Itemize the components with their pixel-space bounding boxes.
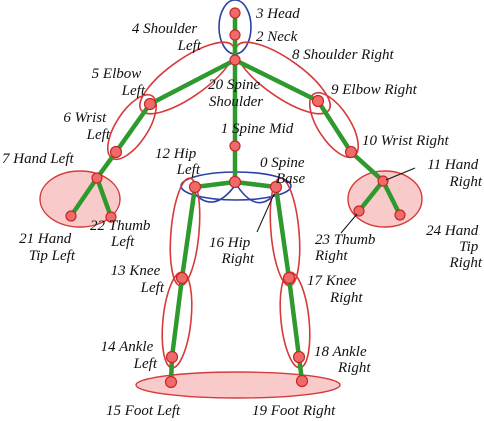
leader-thumb-right [340,213,358,234]
joint-knee-left [175,271,189,285]
joint-ankle-left [165,350,179,364]
label-shoulder-right: 8 Shoulder Right [292,47,394,63]
joint-foot-right [295,374,309,388]
label-spine-shoulder: 20 Spine Shoulder [208,77,264,110]
joint-hip-left [188,180,202,194]
label-spine-base: 0 Spine Base [260,155,308,187]
joint-spine-shoulder [229,54,241,66]
joint-wrist-right [344,145,358,159]
label-hand-tip-left: 21 Hand Tip Left [19,231,76,264]
joint-shoulder-right [311,94,325,108]
joint-thumb-right [353,205,365,217]
label-thumb-left: 22 Thumb Left [90,218,154,250]
label-foot-left: 15 Foot Left [106,403,181,419]
label-hip-right: 16 Hip Right [209,235,255,267]
label-spine-mid: 1 Spine Mid [221,121,294,137]
feet-region [135,371,341,399]
label-foot-right: 19 Foot Right [252,403,336,419]
label-wrist-right: 10 Wrist Right [362,133,450,149]
joint-head [229,7,241,19]
joint-thumb-left [105,211,117,223]
label-ankle-left: 14 Ankle Left [101,339,158,372]
joint-wrist-left [109,145,123,159]
right-thigh-outline [269,177,301,287]
label-hand-left: 7 Hand Left [2,151,75,167]
joint-ankle-right [292,350,306,364]
joint-hand-tip-left [65,210,77,222]
leader-hip-right [256,193,275,233]
joint-hand-left [91,172,103,184]
label-ankle-right: 18 Ankle Right [314,344,371,376]
joint-spine-base [228,175,242,189]
leader-hand-right [385,167,416,181]
label-wrist-left: 6 Wrist Left [63,110,111,143]
joint-foot-left [164,375,178,389]
label-elbow-right: 9 Elbow Right [331,82,418,98]
label-knee-right: 17 Knee Right [307,273,363,306]
label-shoulder-left: 4 Shoulder Left [132,21,202,54]
label-head: 3 Head [255,6,300,22]
label-neck: 2 Neck [256,29,298,45]
joint-shoulder-left [143,97,157,111]
label-hip-left: 12 Hip Left [155,146,201,178]
label-hand-right: 11 Hand Right [427,157,483,190]
label-knee-left: 13 Knee Left [111,263,165,296]
joint-hip-right [269,180,283,194]
joint-hand-tip-right [394,209,406,221]
label-elbow-left: 5 Elbow Left [92,66,146,99]
joint-knee-right [282,271,296,285]
joint-neck [229,29,241,41]
label-thumb-right: 23 Thumb Right [314,232,379,264]
label-hand-tip-right: 24 Hand Tip Right [426,223,483,271]
joint-spine-mid [229,140,241,152]
joint-hand-right [377,175,389,187]
